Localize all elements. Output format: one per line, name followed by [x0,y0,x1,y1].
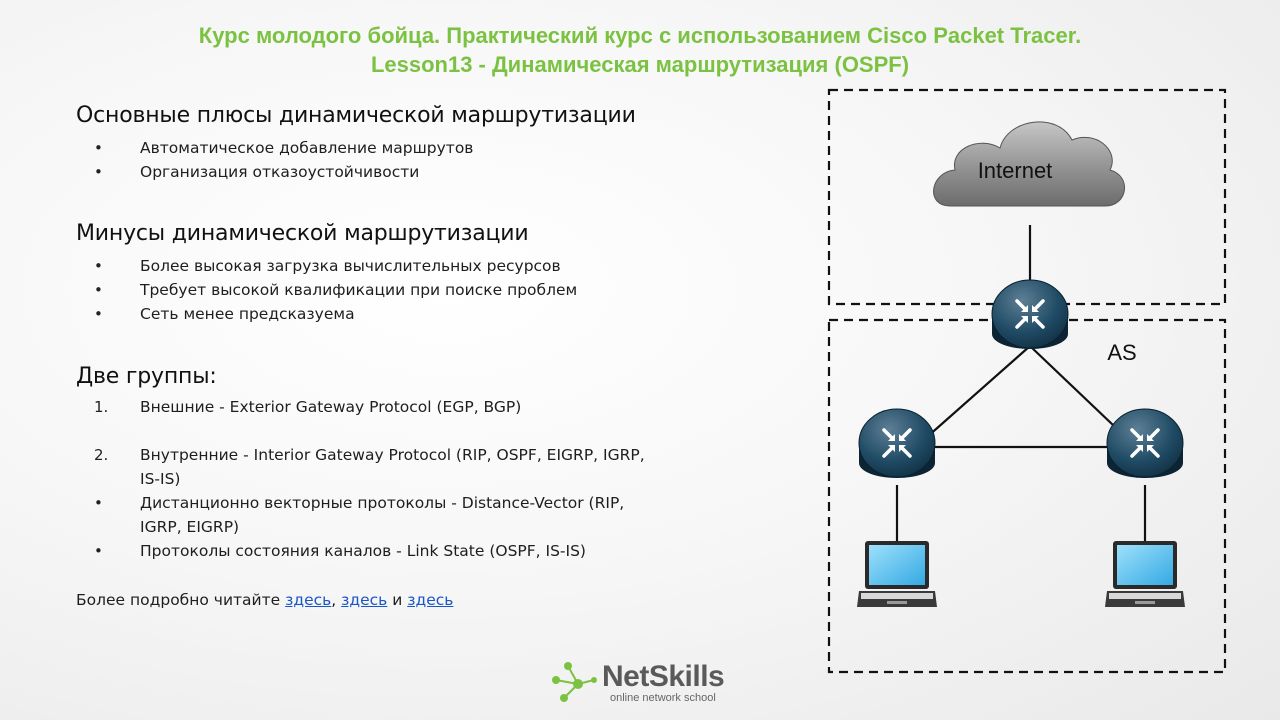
router-icon [1106,408,1184,478]
slide-title-line2: Lesson13 - Динамическая маршрутизация (O… [370,52,910,77]
more-and: и [392,591,403,609]
slide-title-line1: Курс молодого бойца. Практический курс с… [198,23,1082,48]
distance-vector-line1: Дистанционно векторные протоколы - Dista… [140,494,625,512]
netskills-logo-icon [552,662,597,702]
cons-item: Требует высокой квалификации при поиске … [140,281,578,299]
internet-zone-box [827,88,1227,306]
pros-item: Организация отказоустойчивости [140,163,420,181]
group-item-internal-line2: IS-IS) [140,470,181,488]
link-state-line: Протоколы состояния каналов - Link State… [140,542,586,560]
bullet-icon: • [94,494,103,512]
cons-item: Более высокая загрузка вычислительных ре… [140,257,561,275]
bullet-icon: • [94,139,103,157]
cons-item: Сеть менее предсказуема [140,305,355,323]
logo-tagline: online network school [610,692,716,704]
more-link-1[interactable]: здесь [285,591,332,609]
laptop-icon [1105,541,1185,607]
group-item-external: Внешние - Exterior Gateway Protocol (EGP… [140,398,522,416]
groups-heading: Две группы: [76,364,217,389]
more-link-3[interactable]: здесь [407,591,454,609]
pros-item: Автоматическое добавление маршрутов [140,139,474,157]
pros-heading: Основные плюсы динамической маршрутизаци… [76,103,636,128]
logo-name: NetSkills [602,660,725,693]
bullet-icon: • [94,257,103,275]
router-icon [858,408,936,478]
bullet-icon: • [94,542,103,560]
as-label: AS [1107,340,1136,365]
list-number: 2. [94,446,109,464]
bullet-icon: • [94,163,103,181]
list-number: 1. [94,398,109,416]
group-item-internal-line1: Внутренние - Interior Gateway Protocol (… [140,446,645,464]
more-separator: , [331,591,337,609]
cloud-icon [933,121,1126,207]
bullet-icon: • [94,281,103,299]
cons-heading: Минусы динамической маршрутизации [76,221,529,246]
as-zone-box [827,318,1227,674]
distance-vector-line2: IGRP, EIGRP) [140,518,240,536]
more-info: Более подробно читайте здесь, здесь и зд… [76,588,453,612]
netskills-logo: NetSkills online network school [548,658,748,708]
cloud-label: Internet [978,158,1053,183]
laptop-icon [857,541,937,607]
router-icon [991,279,1069,349]
link-top-left [917,345,1031,446]
bullet-icon: • [94,305,103,323]
more-link-2[interactable]: здесь [341,591,388,609]
more-text: Более подробно читайте [76,591,281,609]
